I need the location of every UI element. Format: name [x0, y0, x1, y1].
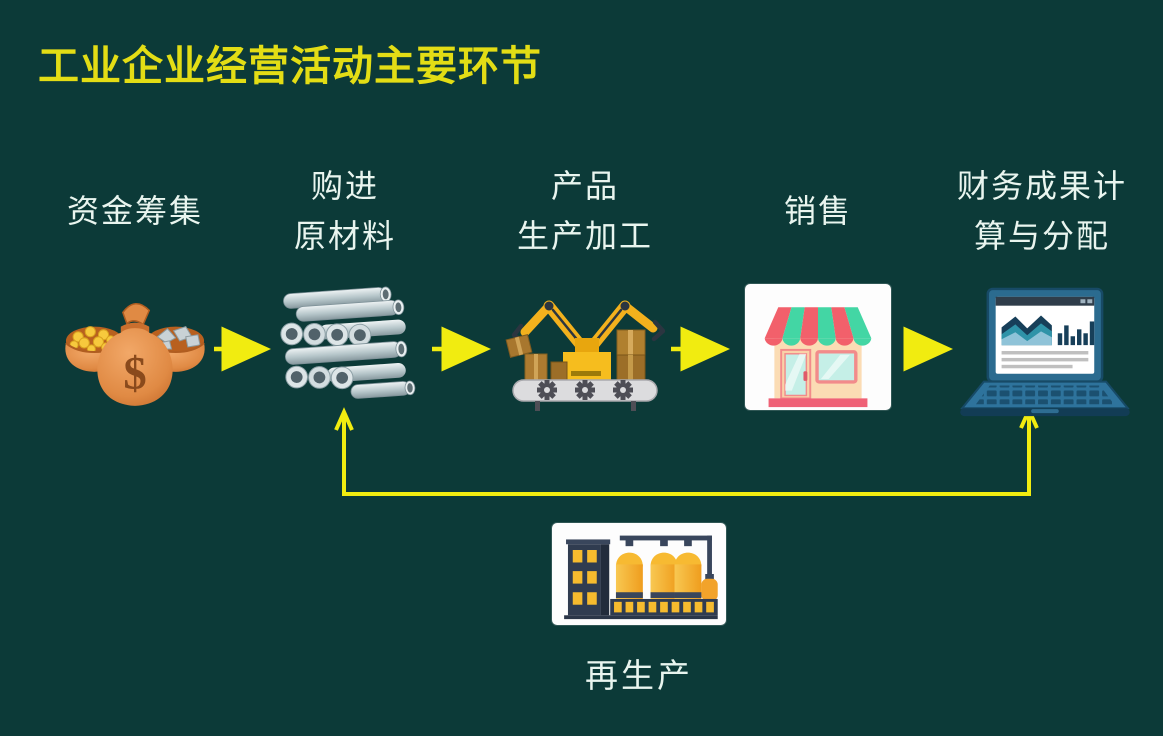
- feedback-label: 再生产: [585, 657, 693, 694]
- stage-label-line: 原材料: [293, 218, 396, 254]
- stage-label-line: 算与分配: [973, 218, 1110, 254]
- gear-icon: [537, 380, 633, 400]
- stage-label: 产品 生产加工: [475, 160, 695, 262]
- stage-label-line: 生产加工: [516, 218, 653, 254]
- stage-label: 销售: [708, 160, 928, 262]
- stage-label-line: 销售: [783, 193, 852, 229]
- stage-label-line: 购进: [310, 168, 379, 204]
- svg-text:$: $: [123, 348, 146, 400]
- stage-label: 资金筹集: [25, 160, 245, 262]
- page-title: 工业企业经营活动主要环节: [38, 43, 542, 89]
- stage-label-line: 资金筹集: [66, 193, 203, 229]
- stage-purchase-materials: 购进 原材料: [235, 160, 455, 412]
- laptop-analytics-icon: [932, 284, 1152, 422]
- stage-production: 产品 生产加工: [475, 160, 695, 414]
- store-window: [815, 350, 858, 384]
- stage-label: 财务成果计 算与分配: [932, 160, 1152, 262]
- stage-financial-results: 财务成果计 算与分配: [932, 160, 1152, 422]
- factory-icon: [552, 523, 726, 625]
- feedback-loop-arrow: [334, 405, 1039, 496]
- metal-pipes-icon: [235, 284, 455, 412]
- robotic-arm-conveyor-icon: [475, 284, 695, 414]
- stage-fund-raising: 资金筹集: [25, 160, 245, 416]
- stage-label: 购进 原材料: [235, 160, 455, 262]
- stage-label-line: 财务成果计: [956, 168, 1127, 204]
- money-bags-icon: $: [25, 284, 245, 416]
- feedback-stage: 再生产: [552, 523, 726, 697]
- stage-label-line: 产品: [550, 168, 619, 204]
- stage-sales: 销售: [708, 160, 928, 410]
- storefront-icon: [708, 284, 928, 410]
- store-door: [780, 348, 812, 400]
